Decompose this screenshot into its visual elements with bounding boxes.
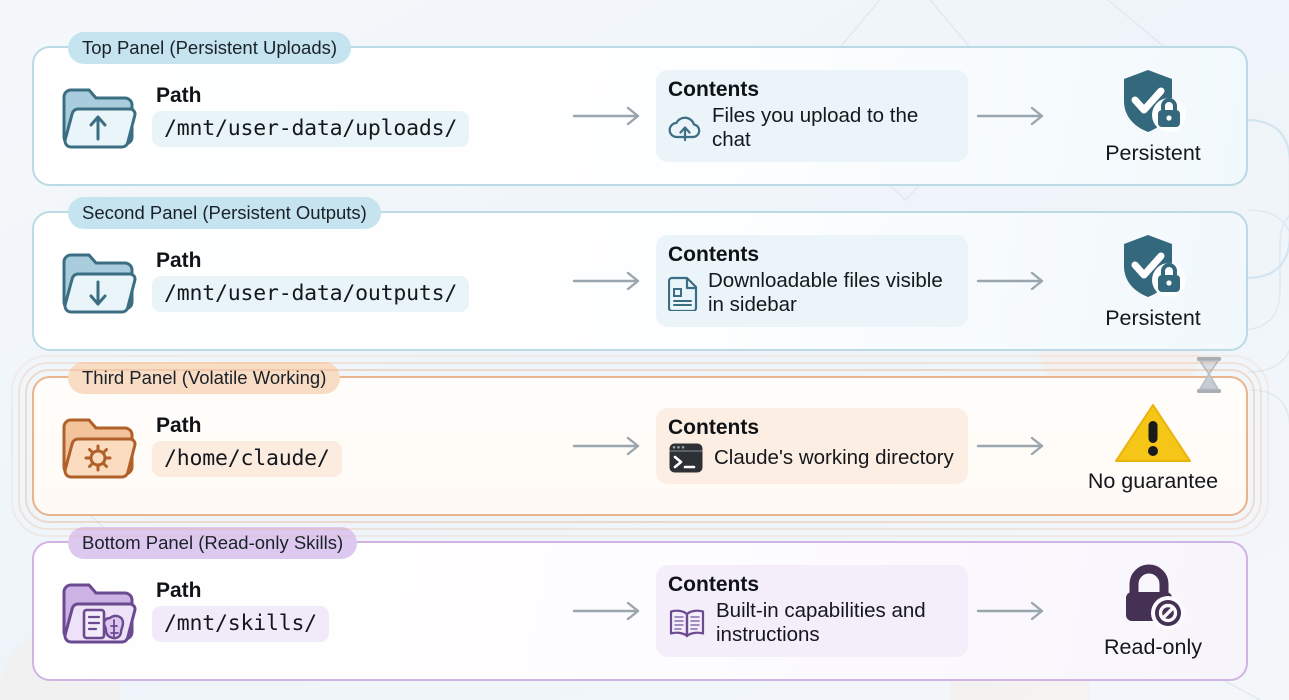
- status-column: Persistent: [1060, 232, 1246, 330]
- cloud-upload-icon: [668, 116, 701, 141]
- status-text: No guarantee: [1087, 469, 1219, 494]
- panel-top-persistent-uploads: Top Panel (Persistent Uploads) Path /mnt…: [32, 32, 1248, 186]
- hourglass-icon: [1197, 357, 1221, 394]
- status-column: No guarantee: [1060, 357, 1246, 494]
- path-value[interactable]: /mnt/user-data/uploads/: [152, 111, 470, 147]
- path-column: Path /home/claude/: [34, 413, 564, 479]
- flow-arrow: [564, 105, 656, 127]
- path-label: Path: [156, 249, 202, 272]
- panel-second-persistent-outputs: Second Panel (Persistent Outputs) Path /…: [32, 197, 1248, 351]
- flow-arrow: [564, 600, 656, 622]
- flow-arrow: [564, 270, 656, 292]
- folder-download-icon: [62, 253, 137, 314]
- flow-arrow: [564, 435, 656, 457]
- contents-column: Contents Claude's working directory: [656, 408, 968, 484]
- status-column: Persistent: [1060, 67, 1246, 165]
- contents-label: Contents: [668, 573, 759, 597]
- path-value[interactable]: /mnt/skills/: [152, 606, 329, 642]
- status-text: Persistent: [1105, 306, 1201, 331]
- path-column: Path /mnt/skills/: [34, 578, 564, 644]
- flow-arrow-2: [968, 600, 1060, 622]
- contents-text: Downloadable files visible in sidebar: [708, 268, 943, 316]
- status-text: Persistent: [1105, 141, 1201, 166]
- document-icon: [668, 276, 698, 311]
- path-label: Path: [156, 414, 202, 437]
- status-column: Read-only: [1060, 563, 1246, 659]
- flow-arrow-2: [968, 435, 1060, 457]
- path-column: Path /mnt/user-data/outputs/: [34, 248, 564, 314]
- contents-column: Contents Built-in capabilities and instr…: [656, 565, 968, 657]
- folder-gear-icon: [62, 418, 137, 479]
- contents-text: Files you upload to the chat: [712, 103, 919, 151]
- folder-upload-icon: [62, 88, 137, 149]
- path-value[interactable]: /mnt/user-data/outputs/: [152, 276, 470, 312]
- shield-check-lock-icon: [1124, 70, 1186, 133]
- path-column: Path /mnt/user-data/uploads/: [34, 83, 564, 149]
- contents-column: Contents Files you upload to the chat: [656, 70, 968, 162]
- contents-column: Contents Downloadable files visible in s…: [656, 235, 968, 327]
- lock-blocked-icon: [1126, 564, 1185, 631]
- path-label: Path: [156, 84, 202, 107]
- shield-check-lock-icon: [1124, 235, 1186, 298]
- status-text: Read-only: [1104, 635, 1202, 660]
- folder-book-brain-icon: [62, 583, 137, 644]
- panel-bottom-readonly-skills: Bottom Panel (Read-only Skills) Path /mn…: [32, 527, 1248, 681]
- flow-arrow-2: [968, 270, 1060, 292]
- contents-label: Contents: [668, 78, 759, 102]
- warning-triangle-icon: [1115, 404, 1191, 463]
- open-book-icon: [669, 609, 705, 637]
- contents-text: Claude's working directory: [714, 445, 954, 469]
- contents-text: Built-in capabilities and instructions: [716, 598, 926, 646]
- flow-arrow-2: [968, 105, 1060, 127]
- terminal-icon: [669, 443, 703, 473]
- panel-third-volatile-working: Third Panel (Volatile Working) Path /hom…: [32, 357, 1248, 516]
- contents-label: Contents: [668, 243, 759, 267]
- contents-label: Contents: [668, 416, 759, 440]
- path-value[interactable]: /home/claude/: [152, 441, 342, 477]
- path-label: Path: [156, 579, 202, 602]
